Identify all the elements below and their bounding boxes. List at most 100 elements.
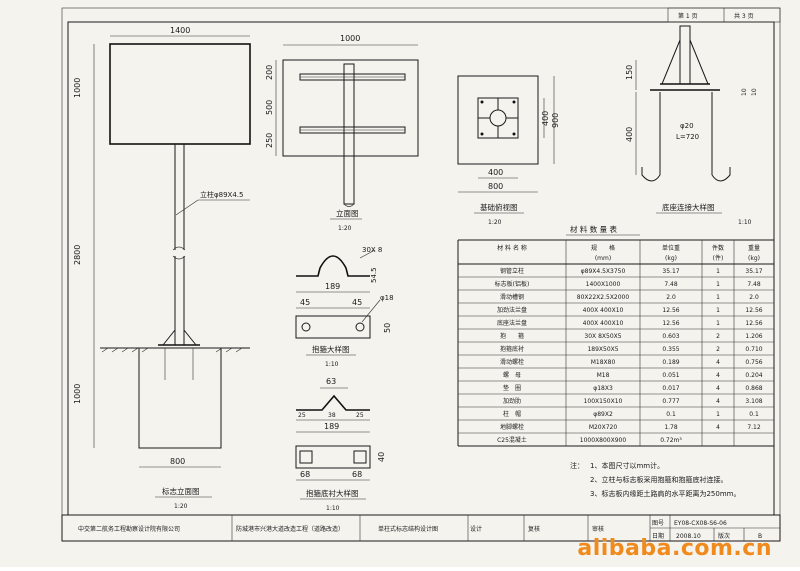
page-total: 共 3 页 — [734, 12, 754, 20]
plate-scale: 1:10 — [326, 505, 340, 512]
table-cell: 0.1 — [749, 411, 759, 418]
plate-caption: 抱箍底衬大样图 — [306, 488, 359, 498]
table-cell: 4 — [716, 372, 720, 379]
design-label: 设计 — [470, 525, 482, 533]
panel-height-dim: 1000 — [73, 78, 82, 98]
check-label: 复核 — [528, 525, 540, 533]
table-cell: 1.206 — [745, 333, 762, 340]
anchor-bar-len: L=720 — [676, 133, 699, 141]
table-cell: 2.0 — [749, 294, 759, 301]
table-cell: 4 — [716, 385, 720, 392]
org-name: 中交第二航务工程勘察设计院有限公司 — [78, 525, 180, 533]
side-caption: 立面图 — [336, 208, 359, 218]
table-cell: 1 — [716, 411, 720, 418]
table-cell: 0.204 — [745, 372, 762, 379]
date-label: 日期 — [652, 532, 664, 540]
plan-caption: 基础俯视图 — [480, 202, 518, 212]
anchor-bar: φ20 — [680, 122, 694, 130]
foundation-block — [138, 347, 222, 449]
plate-mid-3: 25 — [356, 412, 364, 419]
sign-width-dim: 1400 — [170, 26, 190, 35]
hoop-height: 50 — [383, 323, 392, 333]
post-height-dim: 2800 — [73, 245, 82, 265]
table-cell: 1 — [716, 281, 720, 288]
side-scale: 1:20 — [338, 225, 352, 232]
material-table: 材 料 数 量 表 材 料 名 称规 格(mm)单位重(kg)件数(件)重量(k… — [457, 224, 775, 447]
post-label: 立柱φ89X4.5 — [200, 190, 243, 199]
table-cell: 100X150X10 — [584, 398, 623, 405]
anchor-length: 400 — [625, 127, 634, 142]
table-cell: C25混凝土 — [497, 436, 527, 444]
table-cell: 1 — [716, 307, 720, 314]
hoop-total: 189 — [325, 282, 340, 291]
hoop-bolt-len: 54.5 — [370, 267, 378, 283]
table-cell: 0.189 — [662, 359, 679, 366]
table-cell: 0.017 — [662, 385, 679, 392]
table-cell: 0.756 — [745, 359, 762, 366]
hoop-dim-right: 45 — [352, 298, 362, 307]
table-cell: 1000X800X900 — [580, 437, 627, 444]
table-cell: 4 — [716, 359, 720, 366]
table-cell: 35.17 — [662, 268, 679, 275]
notes-label: 注： — [570, 461, 584, 470]
table-cell: 35.17 — [745, 268, 762, 275]
table-cell: 抱箍底衬 — [500, 345, 524, 353]
foundation-plan: 400 900 400 800 基础俯视图 1:20 — [457, 75, 560, 226]
elevation-caption: 标志立面图 — [162, 486, 200, 496]
plate-side: 40 — [377, 452, 386, 462]
watermark-logo: alibaba.com.cn — [577, 536, 772, 561]
table-header-4: 重量 — [748, 244, 760, 252]
table-cell: 2 — [716, 333, 720, 340]
table-header-3: 件数 — [712, 244, 724, 252]
table-cell: 189X50X5 — [587, 346, 618, 353]
plate-mid-1: 25 — [298, 412, 306, 419]
side-panel — [282, 59, 419, 157]
plan-inner: 400 — [488, 168, 503, 177]
review-label: 审核 — [592, 525, 604, 533]
table-cell: 0.603 — [662, 333, 679, 340]
note-1: 1、本图尺寸以mm计。 — [590, 461, 664, 470]
table-cell: 底座法兰盘 — [497, 319, 527, 327]
table-cell: 垫 圈 — [503, 384, 521, 392]
version-value: B — [758, 533, 762, 540]
plan-side-inner: 400 — [541, 111, 550, 126]
foundation-depth-dim: 1000 — [73, 384, 82, 404]
table-cell: 0.868 — [745, 385, 762, 392]
table-cell: 12.56 — [662, 307, 679, 314]
table-cell: 30X 8X50X5 — [584, 333, 621, 340]
table-cell: 滑动槽钢 — [500, 293, 524, 301]
title-block: 中交第二航务工程勘察设计院有限公司 防城港市兴港大道改造工程（道路改造） 单柱式… — [61, 514, 781, 542]
hoop-caption: 抱箍大样图 — [312, 344, 350, 354]
plan-outer: 800 — [488, 182, 503, 191]
table-header-2: 单位重 — [662, 244, 680, 252]
table-cell: 12.56 — [745, 307, 762, 314]
sign-panel — [109, 43, 251, 145]
table-cell: 80X22X2.5X2000 — [577, 294, 630, 301]
table-title: 材 料 数 量 表 — [570, 224, 618, 234]
table-cell: 1400X1000 — [586, 281, 621, 288]
side-width-dim: 1000 — [340, 34, 360, 43]
table-cell: 0.72m³ — [660, 437, 682, 444]
elevation-scale: 1:20 — [174, 503, 188, 510]
side-dim-2: 500 — [265, 100, 274, 115]
table-cell: 12.56 — [662, 320, 679, 327]
page-current: 第 1 页 — [678, 12, 698, 20]
table-cell: 7.48 — [747, 281, 761, 288]
plate-mid-2: 38 — [328, 412, 336, 419]
plate-total: 189 — [324, 422, 339, 431]
table-cell: 0.710 — [745, 346, 762, 353]
hoop-radius: 30X 8 — [362, 246, 382, 254]
table-cell: 0.1 — [666, 411, 676, 418]
anchor-scale: 1:10 — [738, 219, 752, 226]
side-dim-3: 250 — [265, 133, 274, 148]
table-cell: 1.78 — [664, 424, 678, 431]
date-value: 2008.10 — [676, 533, 701, 540]
hoop-scale: 1:10 — [325, 361, 339, 368]
anchor-bolt-detail: 150 10 10 400 φ20 L=720 底座连接大样图 1:10 — [625, 25, 758, 226]
table-cell: 3.108 — [745, 398, 762, 405]
version-label: 版次 — [718, 532, 730, 540]
table-cell: 7.48 — [664, 281, 678, 288]
plan-side-outer: 900 — [551, 113, 560, 128]
table-cell: 7.12 — [747, 424, 761, 431]
